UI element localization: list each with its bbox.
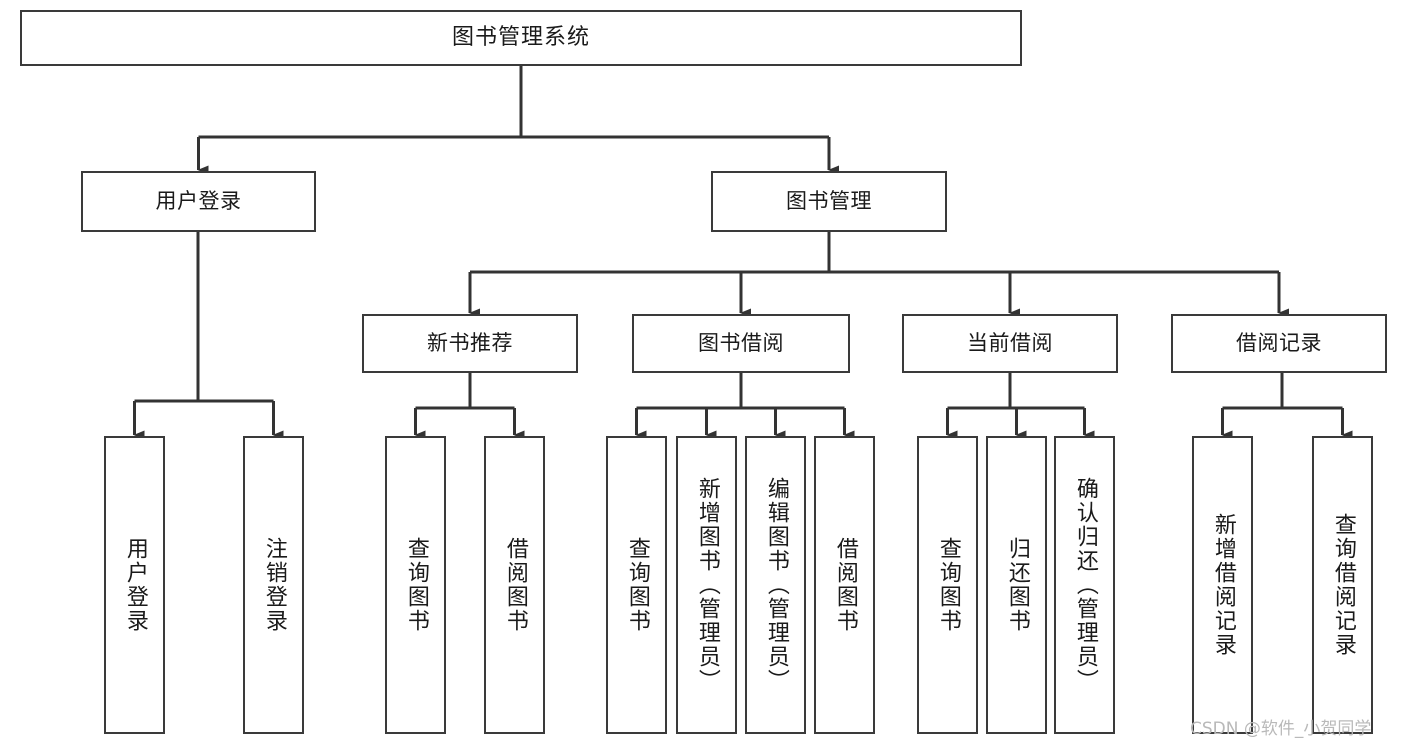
node-label: 归还图书 <box>1004 537 1030 633</box>
node-label: 新增借阅记录 <box>1210 513 1236 657</box>
node-leaf-query-book-rec[interactable]: 查询图书 <box>385 436 446 734</box>
node-label: 查询图书 <box>935 537 961 633</box>
node-leaf-add-record[interactable]: 新增借阅记录 <box>1192 436 1253 734</box>
node-current-borrow[interactable]: 当前借阅 <box>902 314 1118 373</box>
node-leaf-borrow-book-rec[interactable]: 借阅图书 <box>484 436 545 734</box>
node-leaf-query-record[interactable]: 查询借阅记录 <box>1312 436 1373 734</box>
node-book-borrow[interactable]: 图书借阅 <box>632 314 850 373</box>
node-label: 新书推荐 <box>427 330 513 355</box>
node-label: 编辑图书（管理员） <box>763 477 789 693</box>
node-leaf-edit-book[interactable]: 编辑图书（管理员） <box>745 436 806 734</box>
node-book-manage[interactable]: 图书管理 <box>711 171 947 232</box>
node-leaf-add-book[interactable]: 新增图书（管理员） <box>676 436 737 734</box>
node-borrow-record[interactable]: 借阅记录 <box>1171 314 1387 373</box>
node-label: 借阅记录 <box>1236 330 1322 355</box>
node-label: 图书管理 <box>786 188 872 213</box>
node-label: 借阅图书 <box>832 537 858 633</box>
node-root-图书管理系统[interactable]: 图书管理系统 <box>20 10 1022 66</box>
node-label: 新增图书（管理员） <box>694 477 720 693</box>
node-label: 借阅图书 <box>502 537 528 633</box>
node-user-login[interactable]: 用户登录 <box>81 171 316 232</box>
node-leaf-return-book[interactable]: 归还图书 <box>986 436 1047 734</box>
node-leaf-query-book-b[interactable]: 查询图书 <box>606 436 667 734</box>
node-label: 用户登录 <box>122 537 148 633</box>
node-leaf-query-book-c[interactable]: 查询图书 <box>917 436 978 734</box>
node-label: 查询借阅记录 <box>1330 513 1356 657</box>
node-leaf-user-logout[interactable]: 注销登录 <box>243 436 304 734</box>
node-label: 查询图书 <box>624 537 650 633</box>
connector-group <box>133 66 1353 440</box>
node-leaf-borrow-book-b[interactable]: 借阅图书 <box>814 436 875 734</box>
node-label: 图书管理系统 <box>451 24 590 50</box>
node-leaf-confirm-return[interactable]: 确认归还（管理员） <box>1054 436 1115 734</box>
node-label: 查询图书 <box>403 537 429 633</box>
node-label: 当前借阅 <box>967 330 1053 355</box>
node-label: 确认归还（管理员） <box>1072 477 1098 693</box>
node-label: 注销登录 <box>261 537 287 633</box>
node-label: 图书借阅 <box>698 330 784 355</box>
node-new-book-recommend[interactable]: 新书推荐 <box>362 314 578 373</box>
node-label: 用户登录 <box>155 188 242 213</box>
node-leaf-user-login[interactable]: 用户登录 <box>104 436 165 734</box>
